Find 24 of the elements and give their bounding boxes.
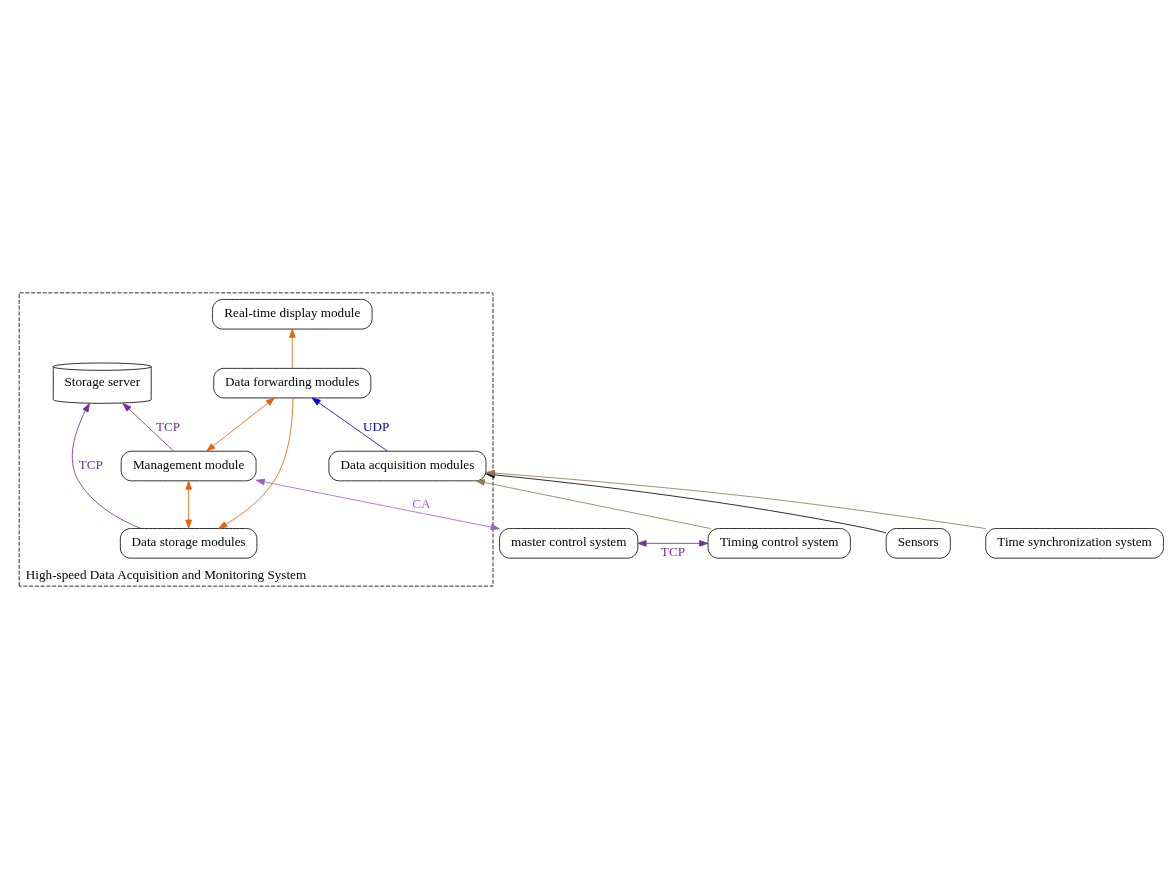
- arrow: [185, 480, 192, 529]
- node-box: Management module: [120, 450, 257, 482]
- arrow: [218, 397, 294, 529]
- node-box: Time synchronization system: [985, 528, 1164, 559]
- edge-label: TCP: [155, 418, 181, 434]
- edge-label: TCP: [78, 457, 103, 473]
- arrow: [289, 328, 296, 369]
- arrow: [637, 540, 709, 547]
- arrow: [71, 403, 142, 529]
- arrow: [122, 403, 174, 452]
- node-box: Real-time display module: [212, 299, 373, 330]
- node-box: Data storage modules: [119, 528, 258, 559]
- node-box: Data forwarding modules: [213, 367, 372, 399]
- arrow: [475, 479, 711, 529]
- arrow: [311, 397, 388, 452]
- node-box: Data acquisition modules: [328, 450, 487, 482]
- edge-label: TCP: [660, 544, 685, 560]
- arrow: [255, 478, 500, 531]
- arrow: [206, 397, 275, 452]
- node-box: Sensors: [885, 528, 951, 559]
- node-box: master control system: [499, 528, 639, 559]
- edge-label: CA: [412, 495, 431, 511]
- edge-label: UDP: [363, 418, 390, 434]
- node-box: Timing control system: [707, 528, 851, 559]
